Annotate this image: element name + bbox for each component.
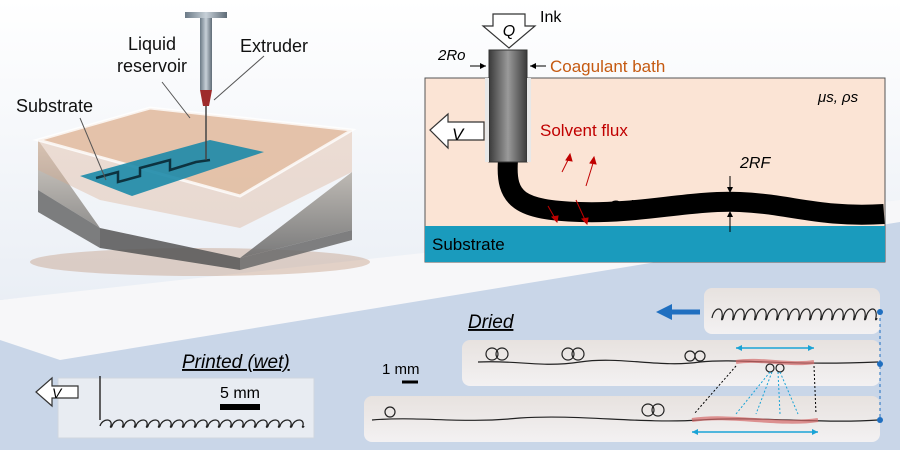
highlight-bottom — [691, 416, 819, 424]
nozzle-wall-right — [527, 78, 531, 162]
velocity-arrow — [429, 112, 485, 150]
leader-reservoir — [161, 81, 191, 119]
label-coagulant-bath: Coagulant bath — [550, 57, 665, 76]
label-substrate-schematic: Substrate — [432, 235, 505, 254]
dried-strips — [364, 288, 883, 442]
edge-dot-3 — [877, 417, 883, 423]
velocity-arrow-small — [35, 376, 79, 408]
label-dried: Dried — [468, 312, 515, 333]
label-velocity-small: V — [52, 385, 63, 401]
label-1mm: 1 mm — [382, 361, 420, 378]
label-extruder: Extruder — [240, 36, 308, 56]
reservoir-illustration — [30, 12, 370, 276]
radius-arrow-right — [530, 63, 536, 69]
scale-bar-5mm — [220, 404, 260, 410]
label-ink: Ink — [540, 9, 562, 26]
reservoir-wall-right — [240, 230, 352, 270]
extruder-tip — [200, 90, 212, 106]
solvent-flux-arrows — [547, 152, 597, 226]
loops-bottom — [384, 403, 665, 418]
fiber-dim-arrow-bottom — [727, 211, 733, 217]
flow-arrow — [481, 13, 537, 49]
label-liquid: Liquid — [128, 34, 176, 54]
edge-dot-1 — [877, 309, 883, 315]
highlight-middle — [735, 358, 815, 366]
label-2rf: 2RF — [739, 155, 771, 172]
schematic-panel — [424, 13, 886, 263]
label-solid-fiber: Solid fiber — [610, 197, 686, 216]
reservoir-wall-front — [100, 228, 240, 270]
radius-arrow-left — [480, 63, 486, 69]
mapping-blue — [735, 371, 799, 415]
loops-middle — [485, 347, 785, 373]
printed-wet-panel — [35, 376, 315, 439]
extruder-barrel — [200, 18, 212, 90]
wet-strip — [57, 377, 315, 439]
mapping-dotted — [693, 365, 817, 415]
reservoir-wall-front-left — [38, 190, 100, 248]
wet-coil-fiber — [99, 419, 305, 428]
label-solvent-flux: Solvent flux — [540, 121, 628, 140]
solid-fiber-shape — [497, 159, 885, 225]
span-bottom-left — [692, 429, 698, 435]
label-reservoir: reservoir — [117, 56, 187, 76]
leader-substrate — [79, 117, 107, 181]
edge-dot-2 — [877, 361, 883, 367]
fiber-dim-arrow-top — [727, 187, 733, 193]
coil-fiber — [711, 308, 878, 321]
nozzle-wall-left — [485, 78, 489, 162]
label-substrate-left: Substrate — [16, 96, 93, 116]
label-5mm: 5 mm — [220, 385, 260, 402]
span-bottom-right — [812, 429, 818, 435]
dried-strip-middle — [462, 340, 880, 386]
label-printed-wet: Printed (wet) — [182, 352, 290, 373]
label-bath-properties: μs, ρs — [817, 89, 859, 106]
printed-pattern — [95, 158, 211, 184]
substrate-band — [425, 226, 885, 262]
motion-arrow-head — [656, 304, 672, 320]
label-q: Q — [503, 23, 515, 40]
span-middle-right — [808, 345, 814, 351]
extruder-cap — [185, 12, 227, 18]
label-velocity: V — [452, 125, 465, 144]
span-middle-left — [736, 345, 742, 351]
substrate-slide — [80, 140, 264, 196]
label-2ro: 2Ro — [437, 47, 466, 64]
leader-extruder — [213, 55, 265, 101]
nozzle — [488, 49, 528, 163]
